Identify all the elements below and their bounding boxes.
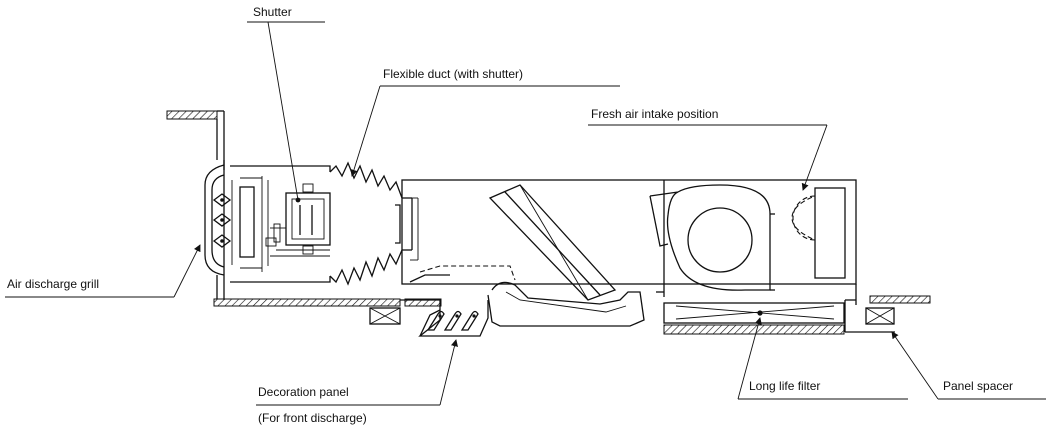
fan-assembly: [649, 184, 846, 291]
label-decoration-panel-note: (For front discharge): [258, 411, 367, 425]
long-life-filter: [663, 302, 845, 335]
label-long-life-filter: Long life filter: [749, 379, 820, 393]
ceiling-board: [213, 295, 931, 307]
label-flexible-duct: Flexible duct (with shutter): [383, 67, 523, 81]
label-panel-spacer: Panel spacer: [943, 379, 1013, 393]
grill-louver-icons: [212, 193, 232, 248]
ceiling-slab-left: [166, 110, 225, 170]
air-discharge-grill: [204, 160, 255, 300]
drain-pan: [409, 265, 645, 327]
label-air-discharge-grill: Air discharge grill: [7, 277, 99, 291]
decoration-panel: [400, 299, 489, 337]
flexible-duct: [329, 161, 413, 286]
panel-spacer-right: [865, 307, 895, 325]
label-shutter: Shutter: [253, 5, 292, 19]
shutter-chamber: [230, 165, 331, 283]
right-side-frame: [844, 284, 895, 333]
label-decoration-panel: Decoration panel: [258, 385, 349, 399]
panel-spacer-left: [369, 307, 401, 325]
heat-exchanger: [488, 184, 617, 301]
leader-lines: [5, 21, 1046, 406]
label-fresh-air-intake: Fresh air intake position: [591, 107, 718, 121]
main-unit-body: [401, 179, 857, 297]
